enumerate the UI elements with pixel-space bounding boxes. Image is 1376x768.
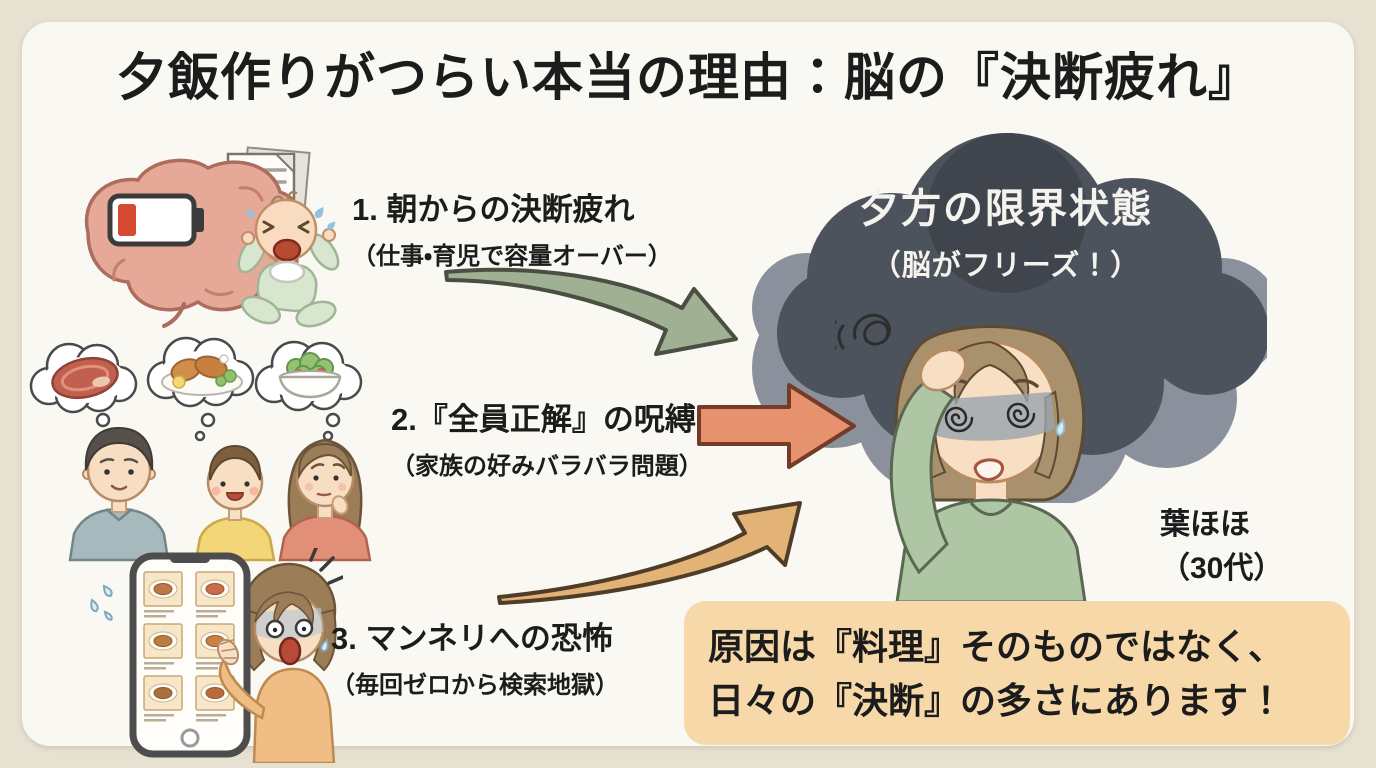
conclusion-line2: 日々の『決断』の多さにあります！ [708,680,1285,721]
reason-1-text: 1. 朝からの決断疲れ （仕事・育児で容量オーバー） [352,184,672,271]
conclusion-line1: 原因は『料理』そのものではなく、 [708,626,1285,667]
reason-3-text: 3. マンネリへの恐怖 （毎回ゼロから検索地獄） [331,613,619,700]
reason-3-sub: （毎回ゼロから検索地獄） [331,672,619,699]
scribble-icon [835,313,891,350]
reason-2-sub: （家族の好みバラバラ問題） [391,453,703,480]
character-age: （30代） [1160,551,1284,585]
cloud-line2: （脳がフリーズ！） [871,250,1141,282]
overwhelmed-woman-figure [241,562,337,763]
tear-drops-icon [246,207,336,230]
dizzy-spiral-eyes-icon [944,402,1036,433]
smartphone-icon [129,552,251,758]
fried-chicken-icon [161,354,243,396]
neckline [969,501,1013,516]
battery-low-icon [107,193,204,247]
character-name: 葉ほほ [1160,508,1250,541]
sweat-marks-icon [90,584,113,621]
page-title: 夕飯作りがつらい本当の理由：脳の『決断疲れ』 [115,49,1260,106]
arrow-reason3-icon [497,501,802,605]
recipe-grid [143,571,235,722]
shock-marks-icon [309,548,343,585]
cloud-line1: 夕方の限界状態 [859,187,1153,231]
reason3-illustration [90,548,343,763]
conclusion-box: 原因は『料理』そのものではなく、 日々の『決断』の多さにあります！ [684,601,1350,745]
arrow-reason2-icon [697,383,856,469]
reason-1-sub: （仕事・育児で容量オーバー） [352,243,672,270]
mother-figure [278,438,372,562]
reason-1-heading: 1. 朝からの決断疲れ [352,192,635,227]
child-figure [194,444,276,562]
reason1-illustration [84,146,340,328]
cloud-text: 夕方の限界状態 （脳がフリーズ！） [778,176,1234,284]
reason-3-heading: 3. マンネリへの恐怖 [331,621,613,656]
worried-mouth [973,458,1004,482]
arrow-reason1-icon [444,267,738,356]
sweat-drop-icon [1055,418,1066,437]
gripping-hand-icon [216,638,266,720]
salad-icon [278,352,342,399]
exhausted-woman-figure [835,313,1087,602]
crying-baby-icon [237,190,340,328]
reason-2-text: 2.『全員正解』の呪縛 （家族の好みバラバラ問題） [391,394,703,481]
father-figure [68,426,170,562]
reason2-illustration [29,336,372,562]
reason-2-heading: 2.『全員正解』の呪縛 [391,402,696,437]
steak-icon [51,356,119,400]
character-label: 葉ほほ （30代） [1160,503,1283,590]
hand-on-head-icon [919,337,967,392]
